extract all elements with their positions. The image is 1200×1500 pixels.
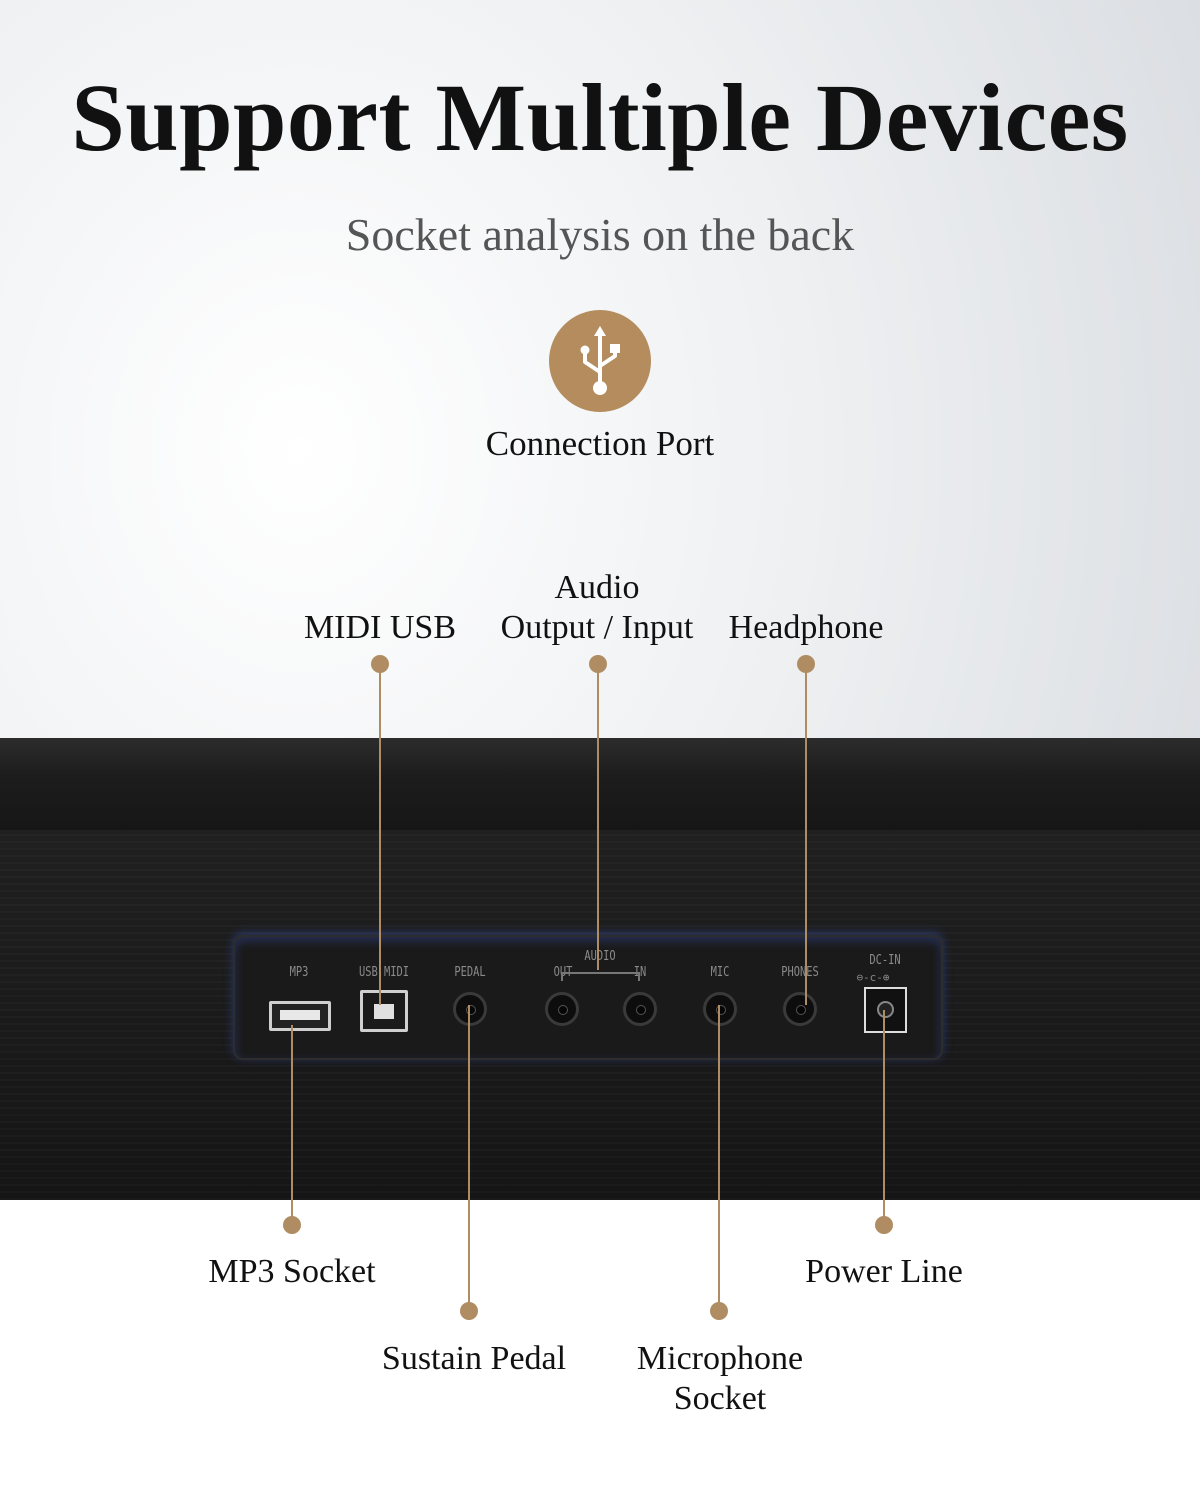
- callout-dot-audio: [589, 655, 607, 673]
- midi-usb-b-port[interactable]: [360, 990, 408, 1032]
- callout-dot-headphone: [797, 655, 815, 673]
- panel-label-usb-midi: USB MIDI: [358, 965, 410, 980]
- socket-panel: MP3 USB MIDI PEDAL AUDIO OUT IN MIC PHON…: [233, 935, 943, 1060]
- callout-microphone-line1: Microphone: [636, 1340, 804, 1377]
- callout-dot-mp3: [283, 1216, 301, 1234]
- piano-top-edge: [0, 738, 1200, 830]
- dc-in-port[interactable]: [864, 987, 907, 1033]
- callout-midi-usb: MIDI USB: [303, 609, 457, 646]
- callout-audio-line2: Output / Input: [500, 609, 694, 646]
- callout-sustain-pedal: Sustain Pedal: [381, 1340, 567, 1377]
- callout-audio-line1: Audio: [554, 569, 640, 606]
- page-subtitle: Socket analysis on the back: [345, 209, 855, 260]
- panel-label-phones: PHONES: [781, 965, 819, 980]
- usb-icon: [549, 310, 651, 412]
- panel-label-audio: AUDIO: [584, 949, 616, 964]
- callout-dot-sustain-pedal: [460, 1302, 478, 1320]
- audio-out-jack[interactable]: [545, 992, 579, 1026]
- callout-dot-power-line: [875, 1216, 893, 1234]
- panel-label-dc-in: DC-IN: [869, 953, 901, 968]
- page-title: Support Multiple Devices: [71, 64, 1129, 171]
- panel-label-mic: MIC: [710, 965, 730, 980]
- callout-headphone: Headphone: [728, 609, 884, 646]
- panel-label-pedal: PEDAL: [454, 965, 486, 980]
- callout-dot-midi-usb: [371, 655, 389, 673]
- callout-microphone-line2: Socket: [673, 1380, 767, 1417]
- connection-port-label: Connection Port: [485, 424, 715, 463]
- callout-dot-microphone: [710, 1302, 728, 1320]
- audio-in-jack[interactable]: [623, 992, 657, 1026]
- svg-text:⊖-c-⊕: ⊖-c-⊕: [856, 971, 889, 984]
- phones-jack[interactable]: [783, 992, 817, 1026]
- callout-power-line: Power Line: [805, 1253, 963, 1290]
- lower-background: [0, 1200, 1200, 1500]
- callout-mp3-socket: MP3 Socket: [208, 1253, 376, 1290]
- mp3-usb-a-port[interactable]: [269, 1001, 331, 1031]
- panel-label-mp3: MP3: [289, 965, 309, 980]
